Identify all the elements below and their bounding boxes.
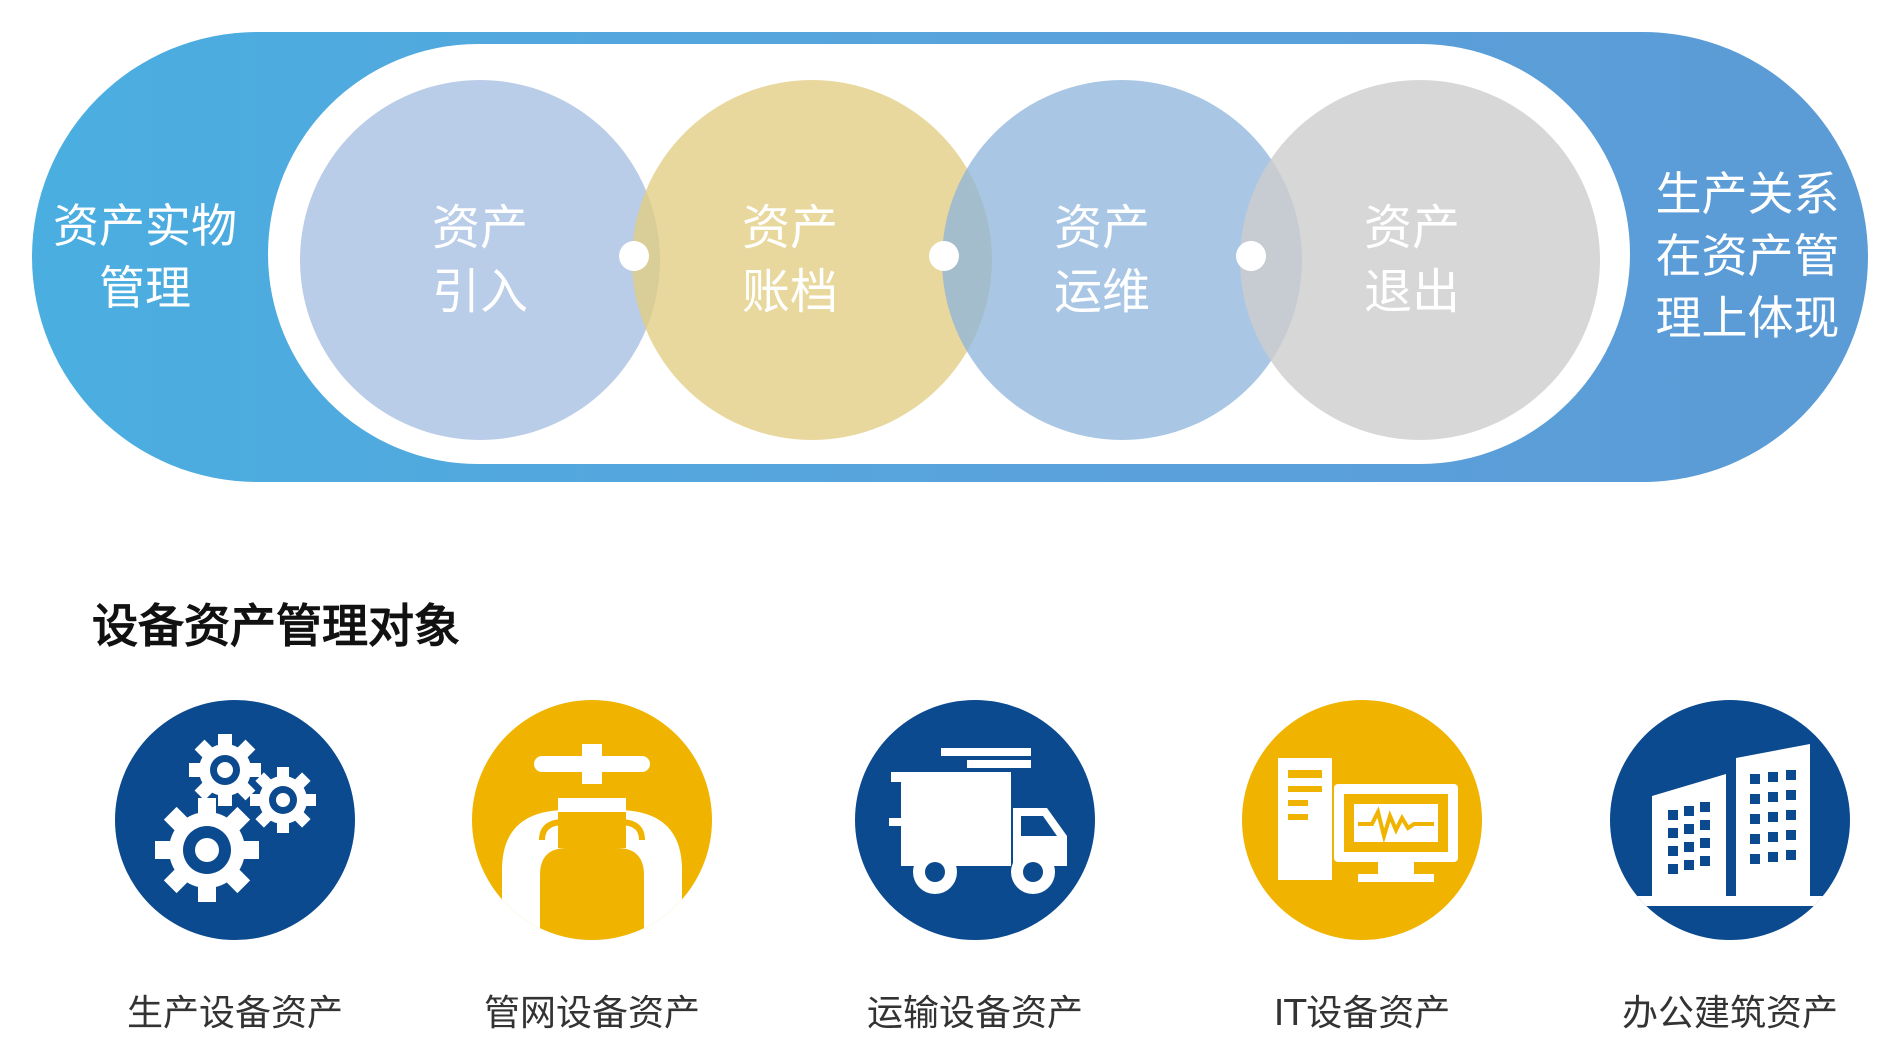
asset-production-equipment: 生产设备资产 (105, 700, 365, 1036)
asset-label: 管网设备资产 (483, 993, 700, 1034)
office-buildings-icon-graphic (1636, 744, 1824, 906)
office-buildings-icon (1610, 700, 1850, 940)
stage-label-archive: 资产 账档 (741, 200, 838, 320)
stage-connector-dot (929, 241, 959, 271)
gears-icon-graphic (155, 734, 316, 902)
lifecycle-right-text: 生产关系 在资产管 理上体现 (1655, 167, 1840, 345)
asset-label: 办公建筑资产 (1621, 993, 1838, 1034)
asset-transport-equipment: 运输设备资产 (845, 700, 1105, 1036)
stage-connector-dot (619, 241, 649, 271)
gears-icon (115, 700, 355, 940)
computer-monitor-icon-graphic (1278, 758, 1458, 882)
asset-label: IT设备资产 (1273, 993, 1451, 1034)
asset-label: 生产设备资产 (126, 993, 343, 1034)
stage-circle-exit (1240, 80, 1600, 440)
pipe-valve-icon (472, 700, 712, 940)
stage-circle-intro (300, 80, 660, 440)
computer-monitor-icon (1242, 700, 1482, 940)
lifecycle-left-text: 资产实物 管理 (53, 199, 237, 315)
section-title: 设备资产管理对象 (92, 599, 460, 653)
truck-icon (855, 700, 1095, 940)
stage-connector-dot (1236, 241, 1266, 271)
asset-it-equipment: IT设备资产 (1232, 700, 1492, 1036)
stage-label-exit: 资产 退出 (1363, 200, 1460, 320)
pipe-valve-icon-graphic (502, 744, 682, 940)
asset-label: 运输设备资产 (866, 993, 1083, 1034)
asset-pipe-network-equipment: 管网设备资产 (462, 700, 722, 1036)
stage-label-intro: 资产 引入 (431, 200, 528, 320)
truck-icon-graphic (889, 748, 1067, 894)
asset-office-buildings: 办公建筑资产 (1600, 700, 1860, 1036)
stage-label-operation: 资产 运维 (1053, 200, 1150, 320)
